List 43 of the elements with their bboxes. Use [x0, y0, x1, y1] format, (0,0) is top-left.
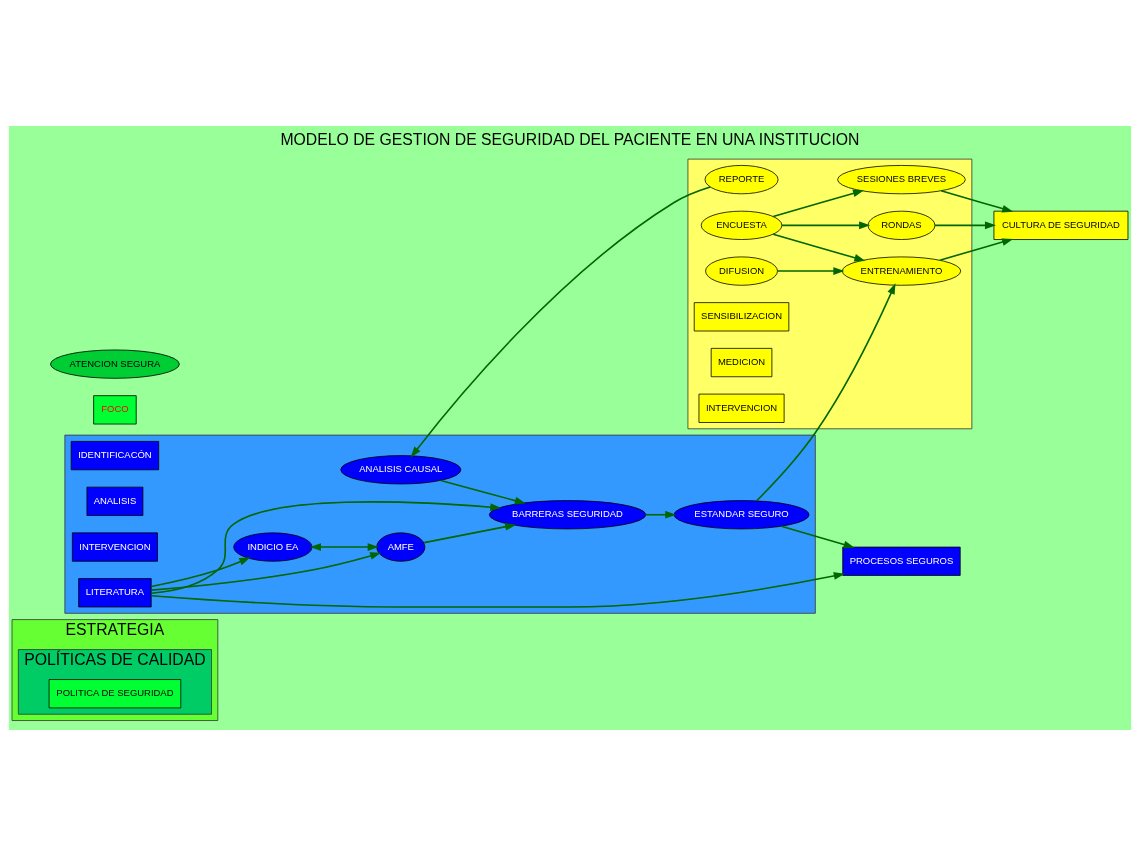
arrow — [939, 237, 1014, 261]
node-ellipse: ANALISIS CAUSAL — [340, 454, 462, 484]
node-ellipse: INDICIO EA — [233, 531, 313, 562]
arrow — [776, 266, 845, 275]
arrow — [755, 282, 896, 502]
node-box: INTERVENCION — [71, 531, 158, 562]
arrow — [772, 233, 866, 262]
arrow — [781, 220, 871, 229]
arrow — [644, 510, 677, 519]
arrow — [150, 556, 251, 587]
node-box: FOCO — [93, 394, 137, 424]
node-ellipse: ENCUESTA — [700, 210, 783, 240]
node-ellipse: RONDAS — [867, 210, 936, 240]
arrow — [439, 479, 526, 504]
arrow — [772, 189, 864, 217]
node-box: IDENTIFICACÓN — [70, 440, 160, 470]
arrow — [940, 189, 1014, 212]
arrow — [150, 500, 502, 594]
node-ellipse: ATENCION SEGURA — [50, 349, 180, 379]
node-box: SENSIBILIZACION — [693, 301, 790, 331]
node-ellipse: DIFUSION — [705, 256, 778, 286]
arrow — [934, 220, 996, 229]
node-box: LITERATURA — [78, 577, 152, 607]
node-ellipse: AMFE — [376, 531, 426, 562]
node-ellipse: REPORTE — [704, 164, 779, 194]
node-box: POLITICA DE SEGURIDAD — [48, 678, 182, 708]
arrow — [150, 571, 845, 608]
node-ellipse: ENTRENAMIENTO — [841, 256, 962, 286]
node-box: CULTURA DE SEGURIDAD — [993, 210, 1129, 240]
node-box: PROCESOS SEGUROS — [842, 546, 961, 576]
node-box: MEDICION — [710, 347, 773, 377]
diagram-title: MODELO DE GESTION DE SEGURIDAD DEL PACIENTE EN UNA INSTITUCION — [280, 130, 860, 148]
node-ellipse: SESIONES BREVES — [837, 164, 966, 194]
arrow — [410, 185, 712, 458]
cluster — [687, 158, 973, 429]
arrow — [423, 522, 517, 543]
node-box: INTERVENCION — [698, 393, 785, 423]
arrow — [780, 524, 855, 548]
arrow — [309, 542, 379, 551]
node-ellipse: ESTANDAR SEGURO — [673, 499, 810, 529]
node-box: ANALISIS — [86, 486, 144, 516]
cluster — [64, 434, 816, 614]
arrow — [150, 551, 382, 591]
